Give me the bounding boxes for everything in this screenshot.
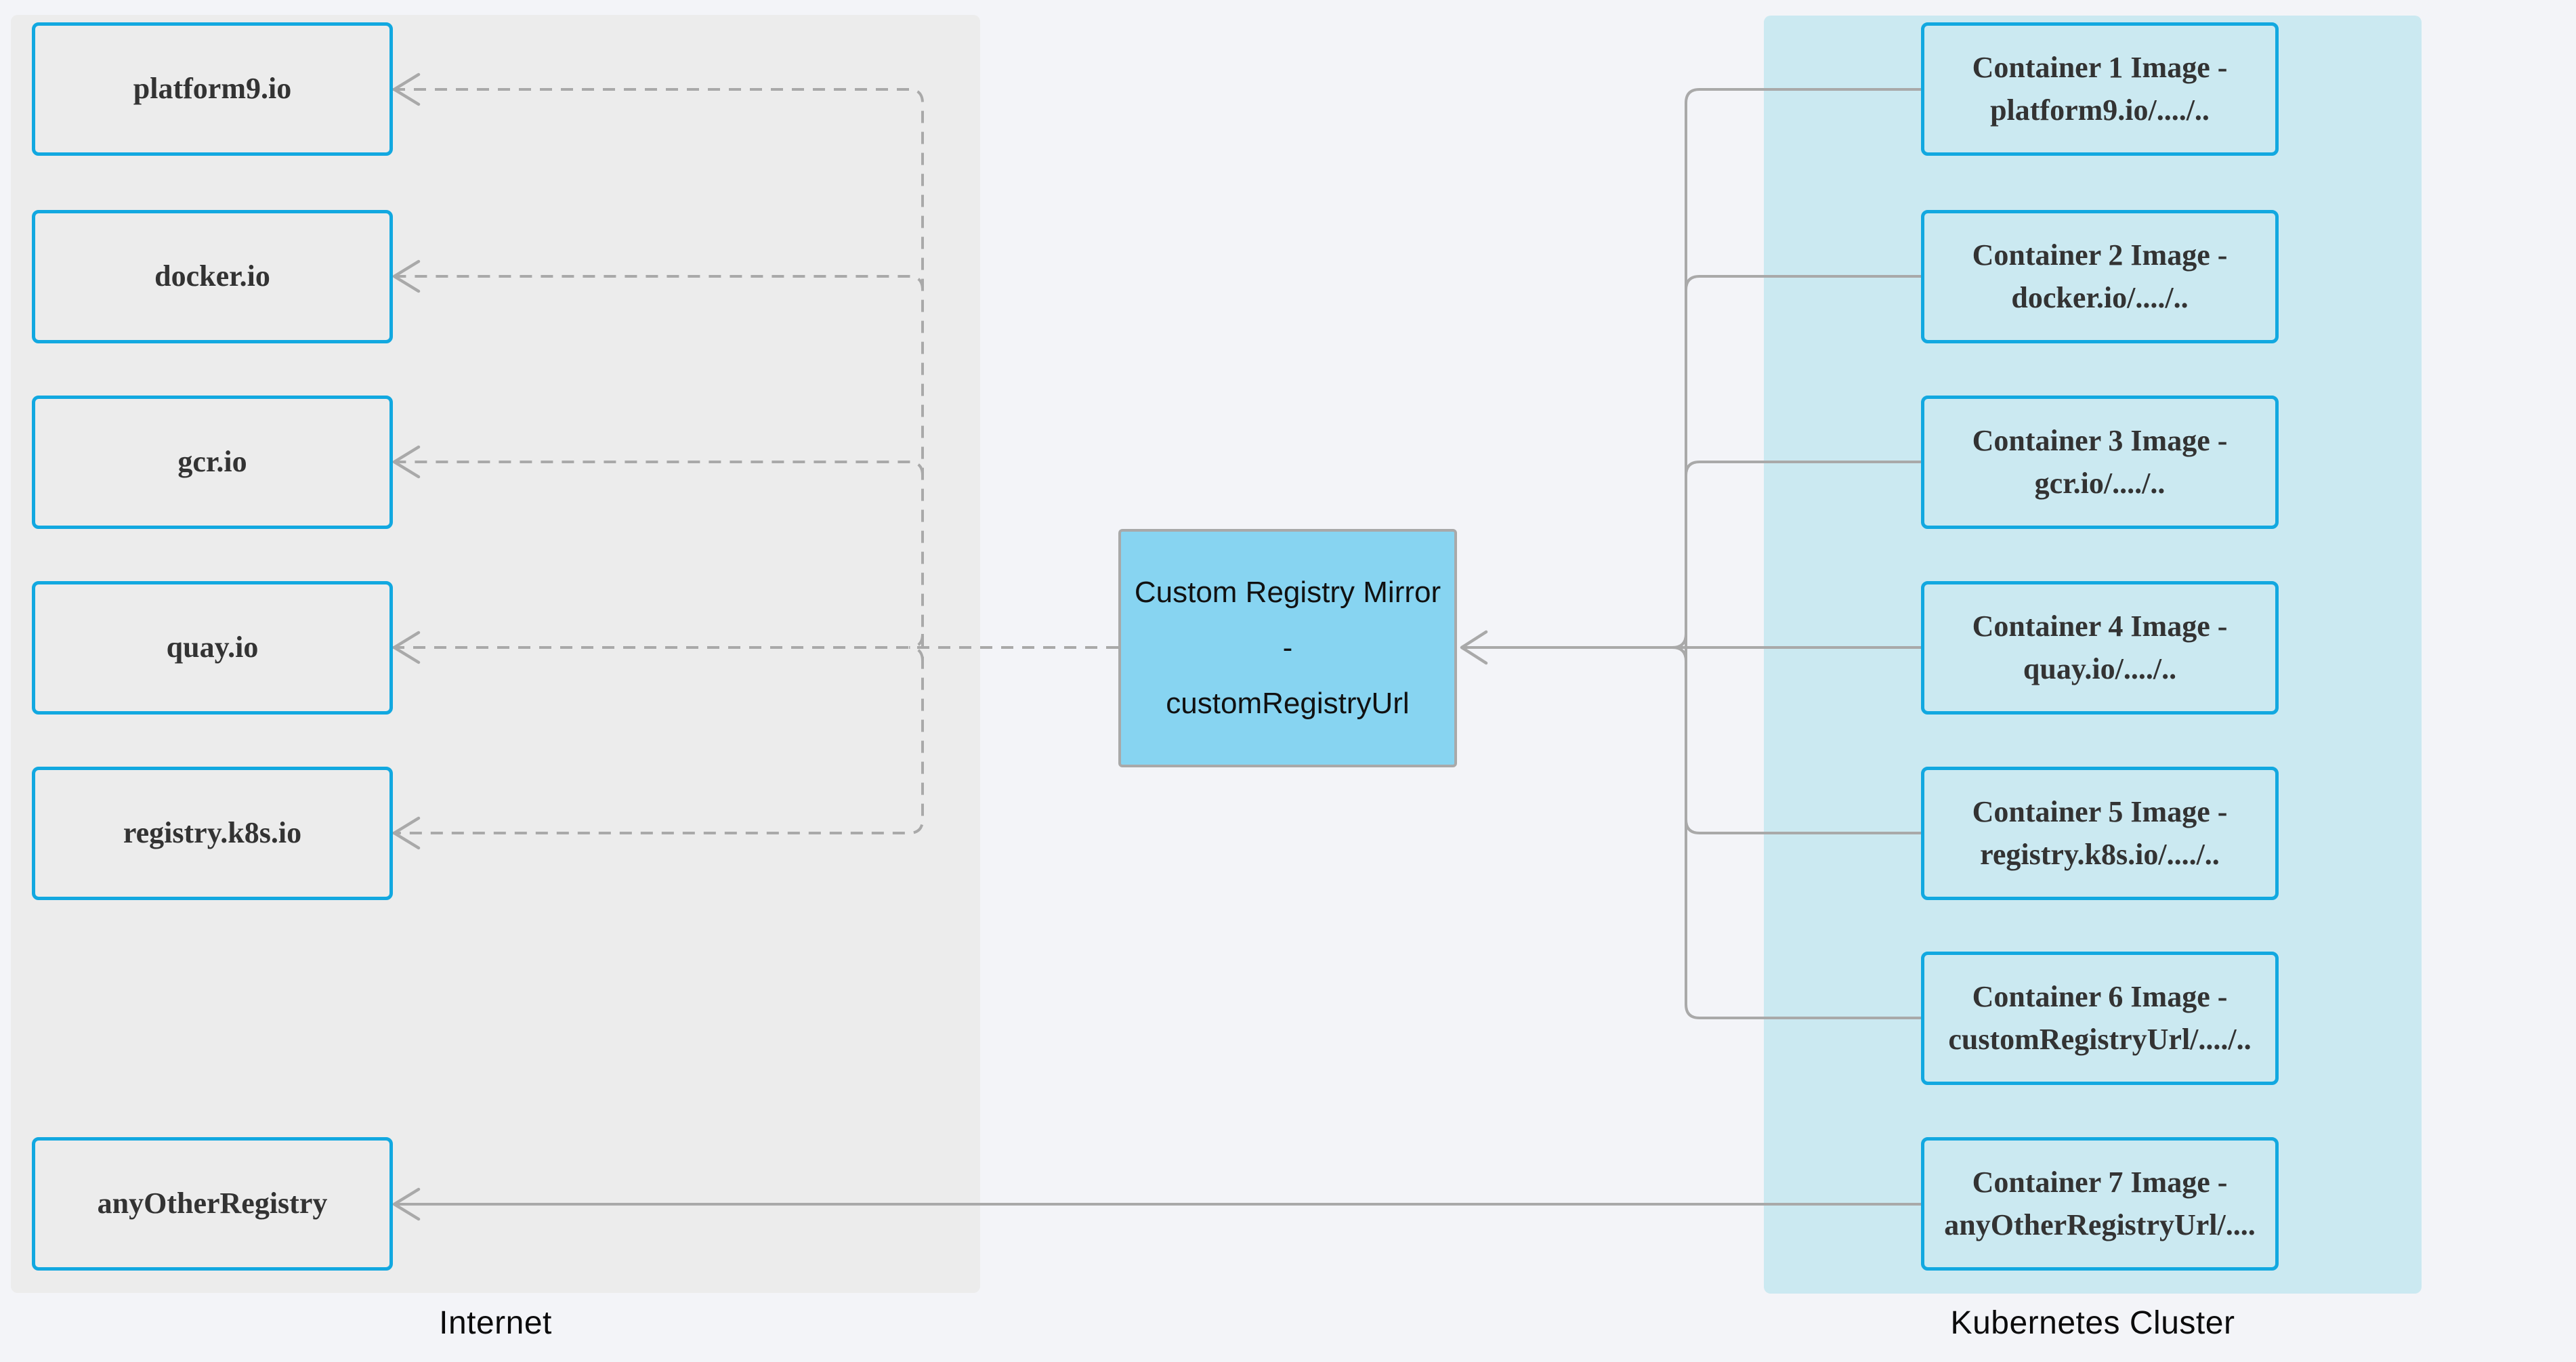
registry-label: docker.io [154,259,270,293]
container-node-2: Container 2 Image - docker.io/..../.. [1921,210,2279,343]
container-image: quay.io/..../.. [2023,652,2177,685]
container-node-6: Container 6 Image - customRegistryUrl/..… [1921,952,2279,1085]
registry-node-quay: quay.io [32,581,393,715]
mirror-title: Custom Registry Mirror [1134,576,1441,609]
container-title: Container 4 Image - [1972,610,2228,643]
arrowhead-gcr-icon [392,445,421,479]
container-title: Container 6 Image - [1972,980,2228,1014]
container-image: platform9.io/..../.. [1990,93,2210,127]
container-node-1: Container 1 Image - platform9.io/..../.. [1921,22,2279,156]
arrowhead-platform9-icon [392,72,421,106]
arrowhead-quay-icon [392,631,421,664]
container-title: Container 2 Image - [1972,238,2228,272]
kubernetes-cluster-caption: Kubernetes Cluster [1950,1304,2235,1341]
container-image: anyOtherRegistryUrl/.... [1944,1208,2256,1241]
registry-label: anyOtherRegistry [97,1187,328,1220]
registry-label: quay.io [166,631,259,664]
container-image: customRegistryUrl/..../.. [1948,1022,2252,1056]
arrowhead-docker-icon [392,259,421,293]
container-title: Container 3 Image - [1972,424,2228,458]
registry-label: gcr.io [177,445,247,479]
container-node-5: Container 5 Image - registry.k8s.io/....… [1921,767,2279,900]
mirror-to-registries-edges [393,88,1118,834]
registry-node-anyother: anyOtherRegistry [32,1137,393,1271]
container-node-4: Container 4 Image - quay.io/..../.. [1921,581,2279,715]
registry-node-gcr: gcr.io [32,396,393,529]
custom-registry-mirror-node: Custom Registry Mirror - customRegistryU… [1118,529,1457,767]
container-node-3: Container 3 Image - gcr.io/..../.. [1921,396,2279,529]
arrowhead-mirror-icon [1460,630,1488,665]
registry-node-docker: docker.io [32,210,393,343]
container-image: gcr.io/..../.. [2034,466,2166,500]
mirror-separator: - [1282,631,1293,664]
mirror-subtitle: customRegistryUrl [1166,687,1410,720]
arrowhead-anyother-icon [392,1187,421,1221]
container-title: Container 5 Image - [1972,795,2228,829]
arrowhead-k8s-icon [392,816,421,850]
containers-to-mirror-edges [396,88,1921,1206]
container-title: Container 1 Image - [1972,51,2228,85]
container-title: Container 7 Image - [1972,1166,2228,1199]
container-node-7: Container 7 Image - anyOtherRegistryUrl/… [1921,1137,2279,1271]
internet-caption: Internet [439,1304,552,1341]
registry-label: platform9.io [133,72,292,106]
arrowhead-icons [392,72,1488,1221]
container-image: docker.io/..../.. [2011,280,2189,314]
registry-label: registry.k8s.io [123,816,302,850]
container-image: registry.k8s.io/..../.. [1980,837,2220,871]
registry-node-platform9: platform9.io [32,22,393,156]
registry-node-registry-k8s: registry.k8s.io [32,767,393,900]
